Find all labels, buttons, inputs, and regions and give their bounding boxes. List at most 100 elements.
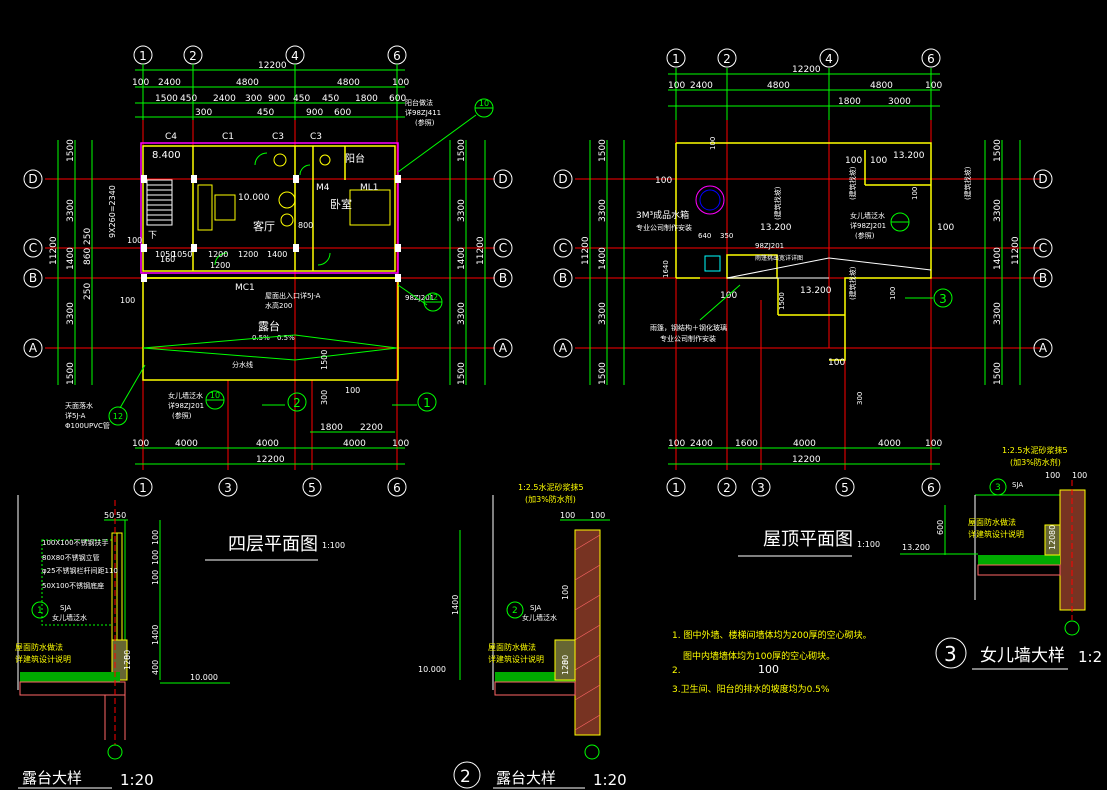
svg-text:φ25不锈钢栏杆间距110: φ25不锈钢栏杆间距110 (42, 566, 118, 575)
note: 详98ZJ201 (168, 401, 204, 410)
dim: 4000 (878, 439, 901, 449)
svg-text:1500: 1500 (778, 292, 786, 310)
note-1: 1. 图中外墙、楼梯间墙体均为200厚的空心砌块。 (672, 629, 872, 641)
dim-lines-side-left (57, 140, 486, 385)
dim: 600 (334, 108, 351, 118)
window-label: C4 (165, 132, 177, 142)
plan-scale: 1:100 (322, 541, 345, 550)
dim: 1500 (155, 94, 178, 104)
svg-text:3300: 3300 (66, 199, 76, 222)
svg-text:1500: 1500 (993, 139, 1003, 162)
slab (494, 681, 576, 696)
axis-label: 2 (723, 481, 731, 495)
detail-scale: 1:2 (1078, 648, 1102, 666)
svg-text:SJA: SJA (60, 604, 71, 612)
svg-text:50X100不锈钢底座: 50X100不锈钢底座 (42, 581, 104, 590)
detail-3-parapet: 1:2.5水泥砂浆抹5 (加3%防水剂) 屋面防水做法 详建筑设计说明 3 SJ… (900, 445, 1102, 670)
svg-text:100: 100 (828, 358, 845, 368)
note: (参照) (415, 118, 435, 127)
detail-title: 露台大样 (22, 769, 82, 787)
dim: 600 (389, 94, 406, 104)
roof-plan: 1 2 4 6 12200 100 2400 4800 4800 100 180… (553, 48, 1053, 557)
svg-text:女儿墙泛水: 女儿墙泛水 (522, 613, 557, 622)
axis-label: 6 (927, 52, 935, 66)
dim: 4000 (175, 439, 198, 449)
walls-right (675, 142, 932, 361)
svg-text:(加3%防水剂): (加3%防水剂) (525, 494, 576, 504)
svg-text:100: 100 (151, 530, 160, 545)
svg-text:3300: 3300 (598, 199, 608, 222)
svg-text:120: 120 (1048, 535, 1057, 550)
callout-num: 1 (37, 606, 43, 616)
dim: 100 (925, 81, 942, 91)
dim: 1800 (320, 423, 343, 433)
callout-num: 12 (428, 293, 438, 302)
plan-scale: 1:100 (857, 540, 880, 549)
axis-label: D (558, 172, 567, 186)
svg-text:1500: 1500 (457, 139, 467, 162)
note-2-value: 100 (758, 663, 779, 676)
dim-total: 12200 (792, 455, 821, 465)
svg-text:100: 100 (151, 550, 160, 565)
svg-text:3M³成品水箱: 3M³成品水箱 (636, 209, 689, 221)
dim: 100 (127, 236, 142, 245)
axis-label: C (559, 241, 567, 255)
svg-text:11200: 11200 (1011, 236, 1021, 265)
svg-text:250: 250 (83, 228, 93, 245)
svg-text:600: 600 (936, 520, 945, 535)
side-dims-left: 11200 1500 3300 1400 3300 1500 250 860 2… (49, 139, 486, 385)
roof-hatch (704, 255, 721, 272)
axis-label: B (29, 271, 37, 285)
svg-text:1400: 1400 (151, 625, 160, 645)
dim: 100 (132, 439, 149, 449)
svg-text:屋面防水做法: 屋面防水做法 (968, 517, 1016, 527)
general-notes: 1. 图中外墙、楼梯间墙体均为200厚的空心砌块。 图中内墙墙体均为100厚的空… (672, 629, 872, 695)
svg-text:屋面防水做法: 屋面防水做法 (15, 642, 63, 652)
callouts-left (108, 98, 494, 426)
level-label: 8.400 (152, 150, 181, 161)
axis-label: A (559, 341, 568, 355)
svg-text:100: 100 (151, 570, 160, 585)
axis-label: 1 (139, 49, 147, 63)
svg-text:3300: 3300 (993, 199, 1003, 222)
axis-label: 4 (291, 49, 299, 63)
axis-label: 2 (723, 52, 731, 66)
dim: 1400 (267, 250, 287, 259)
dim: 2200 (360, 423, 383, 433)
svg-text:80: 80 (561, 655, 570, 665)
note-3: 3.卫生间、阳台的排水的坡度均为0.5% (672, 683, 830, 695)
stair-note: 9X260=2340 (108, 185, 117, 238)
dim: 4800 (236, 78, 259, 88)
railing (111, 532, 123, 646)
dim: 4000 (256, 439, 279, 449)
detail-2-notes: 1:2.5水泥砂浆抹5 (加3%防水剂) 屋面防水做法 详建筑设计说明 (488, 482, 584, 664)
hatch-lines (574, 534, 601, 731)
window-label: C3 (310, 132, 322, 142)
dim-lines-side-right (589, 140, 1021, 385)
svg-text:100: 100 (720, 291, 737, 301)
svg-text:3300: 3300 (598, 302, 608, 325)
callouts-right (699, 212, 953, 321)
detail-2-dim-labels: 100 100 1400 100 80 120 10.000 (418, 511, 605, 675)
svg-text:250: 250 (83, 283, 93, 300)
axis-label: 6 (393, 49, 401, 63)
door-label: MC1 (235, 283, 255, 293)
note: 屋面出入口详5J-A (265, 291, 321, 300)
note: 详5J-A (65, 411, 86, 420)
note-1b: 图中内墙墙体均为100厚的空心砌块。 (683, 650, 835, 662)
svg-text:11200: 11200 (581, 236, 591, 265)
svg-text:1500: 1500 (598, 139, 608, 162)
axis-label: 5 (841, 481, 849, 495)
svg-text:300: 300 (856, 392, 864, 405)
plan-title: 四层平面图 (228, 534, 318, 555)
dim: 2400 (213, 94, 236, 104)
note: 98ZJ201 (405, 294, 434, 302)
svg-text:雨篷挑出宽详详图: 雨篷挑出宽详详图 (755, 254, 803, 262)
window-label: C1 (222, 132, 234, 142)
svg-text:3300: 3300 (457, 199, 467, 222)
svg-text:13.200: 13.200 (760, 223, 792, 233)
svg-text:860: 860 (83, 248, 93, 265)
svg-text:(建筑找坡): (建筑找坡) (963, 166, 972, 200)
note: (参照) (172, 411, 192, 420)
axis-label: 6 (393, 481, 401, 495)
